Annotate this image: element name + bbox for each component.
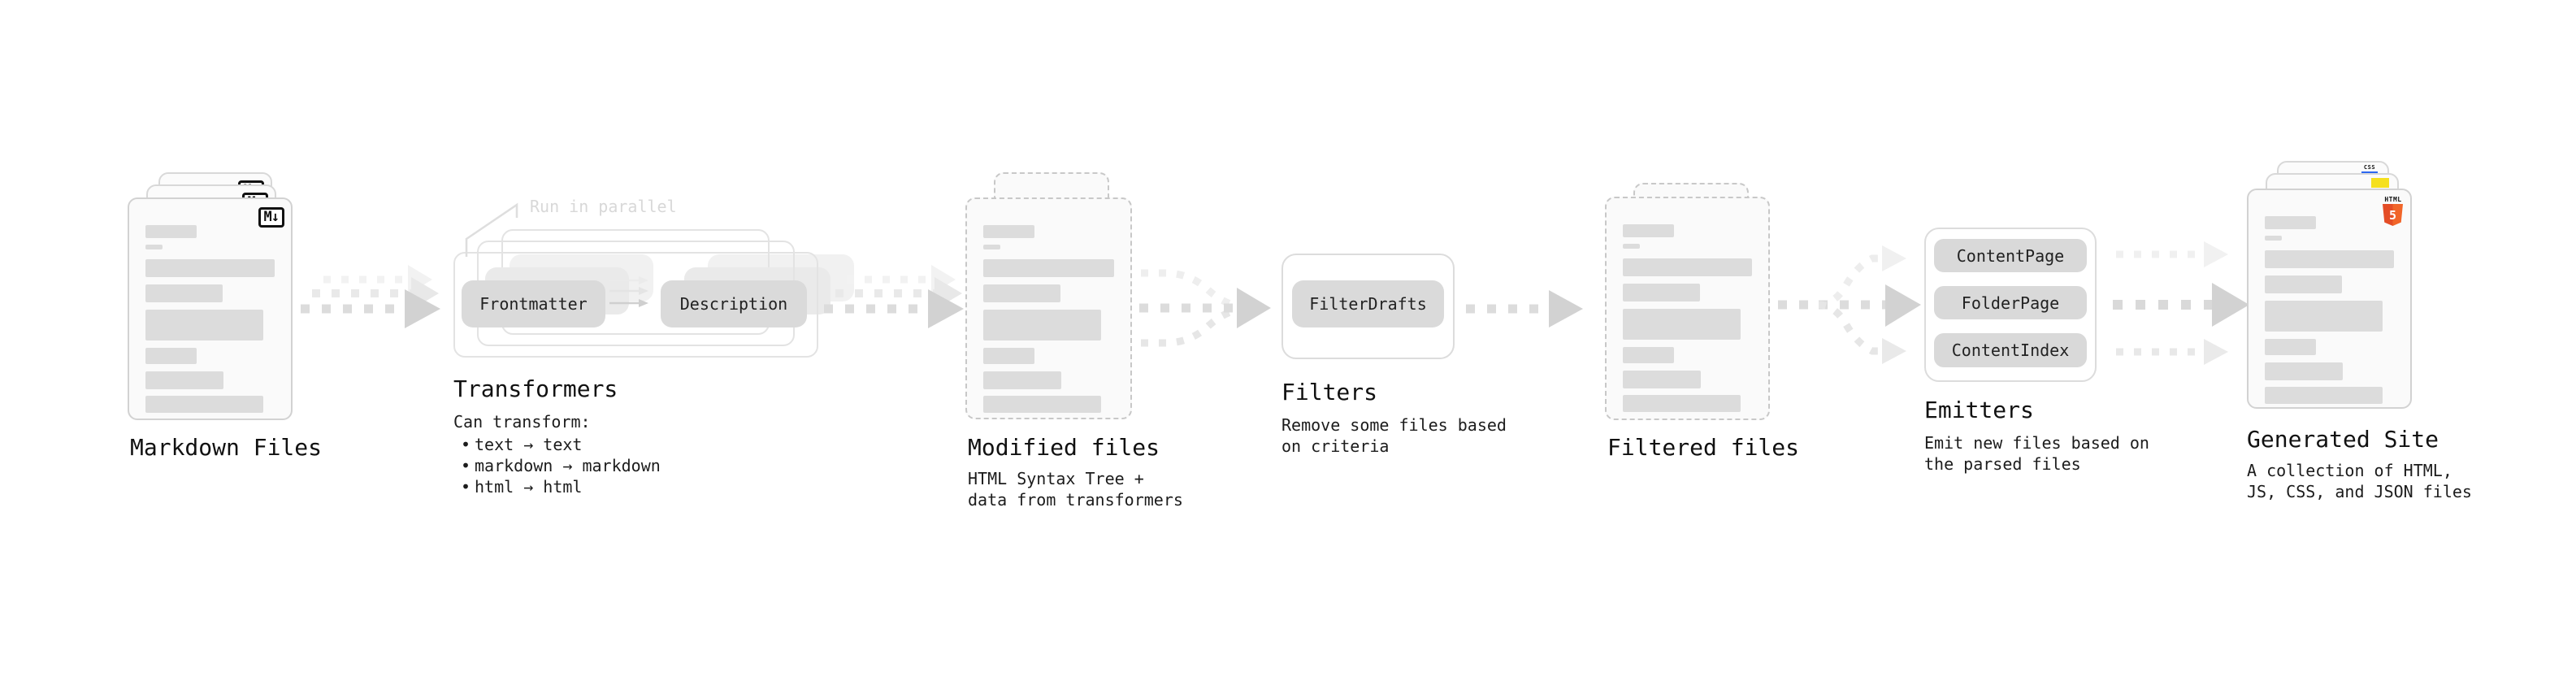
transformer-description-pill: Description [661, 280, 807, 327]
skeleton-line [983, 259, 1114, 277]
skeleton-line [145, 284, 223, 302]
skeleton-line [983, 310, 1101, 340]
skeleton-text [1623, 224, 1752, 412]
skeleton-line [145, 225, 197, 238]
html5-number: 5 [2388, 207, 2397, 223]
transformer-frontmatter-pill: Frontmatter [462, 280, 605, 327]
skeleton-line [145, 348, 197, 364]
skeleton-line [2265, 387, 2383, 404]
bullet-marker: • [460, 435, 471, 454]
emitters-caption: Emit new files based on the parsed files [1924, 433, 2149, 474]
skeleton-text [145, 225, 275, 413]
transformers-caption-title: Can transform: [453, 412, 591, 432]
emitters-label: Emitters [1924, 397, 2034, 423]
bullet-item: • markdown → markdown [457, 455, 661, 476]
skeleton-line [145, 245, 163, 249]
skeleton-line [983, 284, 1060, 302]
markdown-file-card: M↓ [128, 197, 293, 420]
arrow-transformers-to-modified-icon [824, 265, 964, 328]
filters-caption: Remove some files based on criteria [1281, 415, 1507, 456]
skeleton-line [2265, 216, 2316, 229]
filtered-files-label: Filtered files [1607, 434, 1800, 461]
run-in-parallel-annotation: Run in parallel [530, 197, 677, 216]
transformers-label: Transformers [453, 375, 618, 402]
bullet-item: • text → text [457, 434, 661, 455]
skeleton-line [983, 371, 1061, 389]
modified-files-caption: HTML Syntax Tree + data from transformer… [968, 469, 1183, 510]
parallel-arrows-icon [609, 276, 648, 307]
javascript-icon [2371, 178, 2389, 188]
modified-file-card [965, 197, 1132, 419]
skeleton-line [1623, 258, 1752, 276]
css-badge-bar [2361, 171, 2378, 174]
generated-site-card: HTML 5 [2247, 189, 2412, 409]
bullet-marker: • [460, 456, 471, 475]
skeleton-text [2265, 216, 2394, 404]
modified-files-label: Modified files [968, 434, 1160, 461]
skeleton-line [145, 310, 263, 340]
skeleton-line [983, 225, 1034, 238]
generated-site-caption: A collection of HTML, JS, CSS, and JSON … [2247, 461, 2472, 501]
skeleton-line [2265, 339, 2316, 355]
skeleton-line [983, 348, 1034, 364]
css-badge-text: CSS [2363, 164, 2376, 171]
filters-label: Filters [1281, 379, 1378, 406]
merge-arrow-icon [1139, 269, 1271, 347]
skeleton-line [145, 396, 263, 413]
skeleton-line [145, 371, 223, 389]
skeleton-line [1623, 284, 1700, 301]
skeleton-line [983, 396, 1101, 413]
skeleton-line [983, 245, 1000, 249]
skeleton-line [1623, 309, 1741, 340]
bullet-item: • html → html [457, 476, 661, 497]
skeleton-line [145, 259, 275, 277]
transformer-frame-front [453, 252, 818, 358]
folder-page-pill: FolderPage [1934, 286, 2087, 319]
skeleton-line [2265, 362, 2343, 380]
skeleton-line [2265, 250, 2394, 268]
skeleton-line [1623, 371, 1701, 388]
bullet-text: html → html [475, 477, 583, 497]
html5-icon: HTML 5 [2383, 196, 2404, 226]
filter-drafts-pill: FilterDrafts [1292, 280, 1444, 327]
skeleton-line [1623, 347, 1674, 363]
bullet-text: markdown → markdown [475, 456, 661, 475]
html5-badge-text: HTML [2384, 196, 2402, 203]
transformers-bullet-list: • text → text • markdown → markdown • ht… [457, 434, 661, 497]
skeleton-line [1623, 395, 1741, 412]
content-index-pill: ContentIndex [1934, 333, 2087, 367]
arrow-filters-to-filtered-icon [1466, 290, 1583, 327]
arrow-markdown-to-transformers-icon [301, 265, 440, 328]
markdown-files-label: Markdown Files [130, 434, 323, 461]
skeleton-line [1623, 244, 1640, 249]
bullet-marker: • [460, 477, 471, 497]
arrow-emitters-to-site-icon [2113, 241, 2249, 365]
css-icon: CSS [2361, 165, 2378, 174]
skeleton-line [2265, 301, 2383, 332]
skeleton-line [2265, 275, 2342, 293]
bullet-text: text → text [475, 435, 583, 454]
html5-shield: 5 [2383, 204, 2403, 226]
fanout-arrow-icon [1778, 245, 1921, 364]
skeleton-line [1623, 224, 1674, 237]
skeleton-text [983, 225, 1114, 413]
callout-line-icon [465, 202, 518, 257]
filtered-file-card [1605, 197, 1770, 420]
content-page-pill: ContentPage [1934, 239, 2087, 272]
generated-site-label: Generated Site [2247, 426, 2439, 453]
markdown-icon: M↓ [258, 207, 284, 228]
skeleton-line [2265, 236, 2282, 241]
